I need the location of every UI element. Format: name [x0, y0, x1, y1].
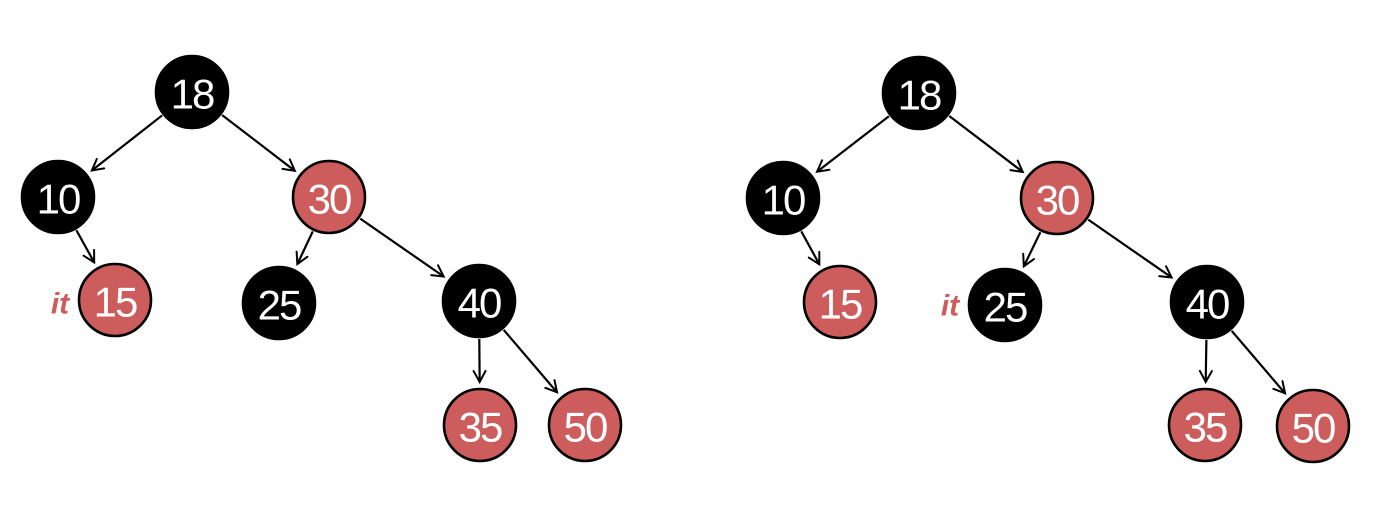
tree-node-40: [1169, 264, 1245, 340]
node-label-18: 18: [171, 71, 214, 118]
node-label-40: 40: [1186, 281, 1229, 328]
tree-node-15: [802, 264, 878, 340]
tree-node-18: [881, 55, 957, 131]
node-label-50: 50: [1292, 405, 1335, 452]
tree-node-30: [291, 159, 367, 235]
edge-40-50: [1230, 330, 1287, 395]
edge-30-40: [1087, 218, 1174, 279]
node-label-25: 25: [258, 282, 301, 329]
edge-10-15: [800, 230, 821, 267]
edge-10-15: [75, 229, 96, 265]
node-label-15: 15: [819, 281, 862, 328]
node-label-30: 30: [1036, 177, 1079, 224]
tree-node-10: [20, 159, 96, 235]
iterator-label: it: [941, 290, 961, 323]
tree-node-50: [1275, 388, 1351, 464]
tree-node-25: [241, 265, 317, 341]
node-label-35: 35: [459, 404, 502, 451]
edge-30-25: [295, 230, 314, 266]
tree-node-35: [442, 387, 518, 463]
tree-node-40: [441, 263, 517, 339]
tree-node-25: [967, 267, 1043, 343]
node-label-10: 10: [762, 177, 805, 224]
edge-18-30: [948, 115, 1025, 174]
tree-node-50: [547, 387, 623, 463]
edge-40-35: [1198, 339, 1213, 385]
iterator-label: it: [51, 288, 71, 321]
left-tree-group: 18 10 30 15 25 40 35 50 it: [20, 54, 623, 463]
node-label-25: 25: [984, 284, 1027, 331]
edge-30-25: [1022, 231, 1042, 269]
edge-18-10: [90, 114, 163, 172]
node-label-35: 35: [1184, 404, 1227, 451]
edge-40-50: [502, 329, 559, 394]
edge-18-30: [221, 114, 297, 173]
node-label-50: 50: [564, 404, 607, 451]
node-label-40: 40: [458, 280, 501, 327]
tree-node-30: [1019, 160, 1095, 236]
tree-node-35: [1167, 387, 1243, 463]
tree-node-15: [77, 262, 153, 338]
edge-30-40: [359, 217, 446, 278]
node-label-18: 18: [898, 72, 941, 119]
node-label-30: 30: [308, 176, 351, 223]
edge-18-10: [815, 115, 890, 173]
node-label-15: 15: [94, 279, 137, 326]
tree-node-18: [154, 54, 230, 130]
node-label-10: 10: [37, 176, 80, 223]
right-tree-group: 18 10 30 15 25 40 35 50 it: [745, 55, 1351, 464]
tree-node-10: [745, 160, 821, 236]
